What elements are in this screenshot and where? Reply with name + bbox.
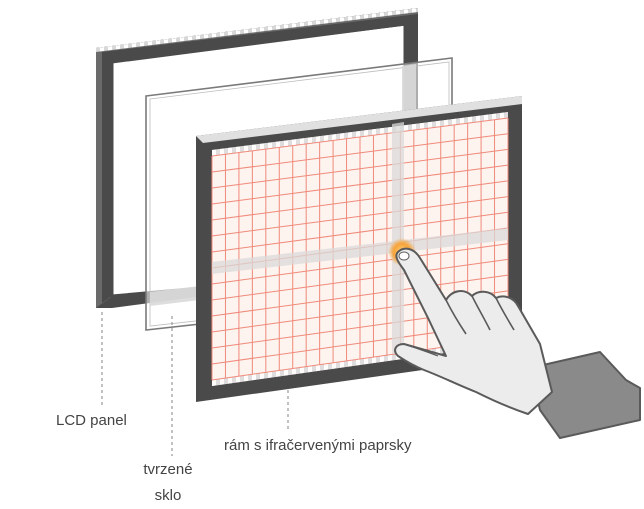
horizontal-ir-beam (211, 180, 509, 221)
tempered-glass-label: tvrzené sklo (128, 457, 208, 509)
horizontal-ir-beam (211, 148, 509, 189)
horizontal-ir-beam (211, 243, 509, 285)
horizontal-ir-beam (211, 164, 509, 205)
leader-lines (101, 312, 289, 456)
ir-frame-label: rám s ifračervenými paprsky (224, 437, 412, 454)
horizontal-ir-beam (211, 274, 509, 317)
horizontal-ir-beam (211, 258, 509, 301)
horizontal-ir-beam (211, 211, 509, 253)
horizontal-ir-beam (211, 117, 509, 157)
pointing-hand-icon (394, 247, 641, 439)
tempered-glass-label-line2: sklo (154, 487, 182, 504)
horizontal-ir-beam (211, 196, 509, 237)
lcd-panel-label: LCD panel (56, 412, 127, 429)
horizontal-ir-beam (211, 133, 509, 173)
tempered-glass-label-line1: tvrzené (143, 461, 193, 478)
